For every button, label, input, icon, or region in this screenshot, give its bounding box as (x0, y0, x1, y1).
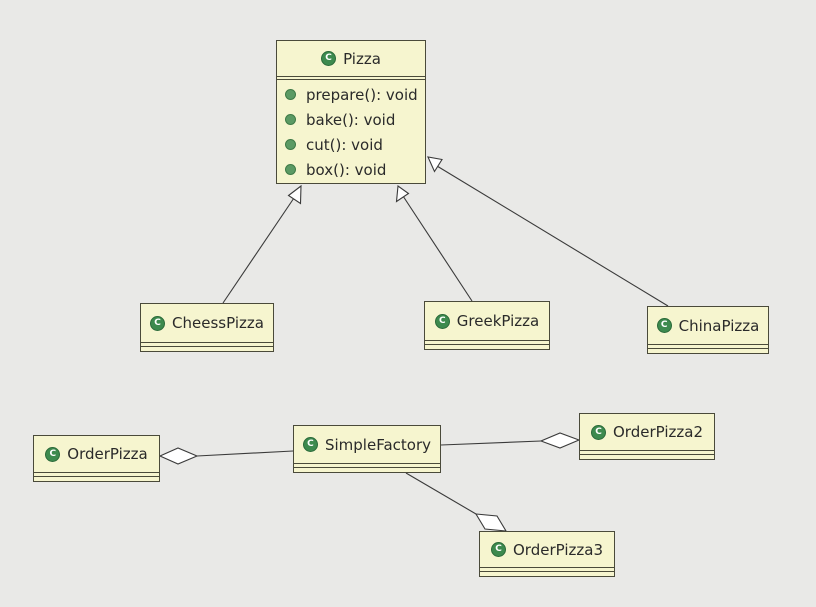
greekpizza-class-name: GreekPizza (456, 312, 540, 330)
pizza-class-box[interactable]: C Pizza prepare(): void bake(): void cut… (276, 40, 426, 184)
class-icon: C (434, 313, 450, 329)
aggregation-orderpizza-line (196, 450, 294, 457)
operation-prepare: prepare(): void (277, 82, 425, 107)
pizza-class-header: C Pizza (277, 41, 425, 76)
public-method-icon (285, 89, 296, 100)
chinapizza-operations-compartment (648, 348, 768, 352)
class-icon: C (45, 446, 61, 462)
orderpizza3-operations-compartment (480, 571, 614, 575)
cheesspizza-attributes-compartment (141, 342, 273, 346)
class-icon: C (150, 315, 166, 331)
cheesspizza-class-header: C CheessPizza (141, 304, 273, 342)
public-method-icon (285, 114, 296, 125)
operation-box: box(): void (277, 157, 425, 182)
orderpizza2-class-box[interactable]: C OrderPizza2 (579, 413, 715, 460)
greekpizza-attributes-compartment (425, 340, 549, 344)
orderpizza2-attributes-compartment (580, 450, 714, 454)
operation-cut: cut(): void (277, 132, 425, 157)
orderpizza3-class-header: C OrderPizza3 (480, 532, 614, 567)
orderpizza3-class-name: OrderPizza3 (513, 540, 603, 559)
class-icon: C (302, 437, 318, 452)
aggregation-orderpizza3-diamond (474, 513, 508, 532)
operation-bake: bake(): void (277, 107, 425, 132)
simplefactory-operations-compartment (294, 467, 440, 471)
generalization-cheess-arrowhead (287, 184, 302, 205)
simplefactory-class-header: C SimpleFactory (294, 426, 440, 463)
public-method-icon (285, 164, 296, 175)
pizza-operations-compartment: prepare(): void bake(): void cut(): void… (277, 79, 425, 182)
simplefactory-attributes-compartment (294, 463, 440, 467)
orderpizza-class-header: C OrderPizza (34, 436, 159, 472)
aggregation-orderpizza2-line (440, 440, 542, 446)
orderpizza-operations-compartment (34, 476, 159, 480)
orderpizza2-class-name: OrderPizza2 (613, 423, 703, 441)
chinapizza-class-box[interactable]: C ChinaPizza (647, 306, 769, 354)
chinapizza-class-name: ChinaPizza (678, 316, 760, 335)
aggregation-orderpizza3-line (405, 472, 477, 515)
aggregation-orderpizza-diamond (158, 447, 199, 465)
simplefactory-class-name: SimpleFactory (324, 435, 431, 454)
chinapizza-attributes-compartment (648, 344, 768, 348)
cheesspizza-class-name: CheessPizza (172, 314, 264, 332)
pizza-class-name: Pizza (343, 49, 381, 68)
generalization-greek-line (402, 195, 473, 302)
aggregation-orderpizza2-diamond (539, 432, 581, 449)
public-method-icon (285, 139, 296, 150)
cheesspizza-class-box[interactable]: C CheessPizza (140, 303, 274, 352)
generalization-china-line (436, 165, 669, 307)
greekpizza-class-header: C GreekPizza (425, 302, 549, 340)
class-icon: C (591, 424, 606, 440)
pizza-attributes-compartment (277, 76, 425, 79)
greekpizza-class-box[interactable]: C GreekPizza (424, 301, 550, 350)
orderpizza3-class-box[interactable]: C OrderPizza3 (479, 531, 615, 577)
class-icon: C (491, 542, 506, 557)
orderpizza2-class-header: C OrderPizza2 (580, 414, 714, 450)
orderpizza-class-box[interactable]: C OrderPizza (33, 435, 160, 482)
simplefactory-class-box[interactable]: C SimpleFactory (293, 425, 441, 473)
orderpizza-class-name: OrderPizza (67, 445, 148, 463)
orderpizza3-attributes-compartment (480, 567, 614, 571)
generalization-cheess-line (222, 194, 297, 304)
greekpizza-operations-compartment (425, 344, 549, 348)
chinapizza-class-header: C ChinaPizza (648, 307, 768, 344)
generalization-greek-arrowhead (395, 184, 410, 203)
orderpizza-attributes-compartment (34, 472, 159, 476)
generalization-china-arrowhead (427, 156, 443, 173)
orderpizza2-operations-compartment (580, 454, 714, 458)
cheesspizza-operations-compartment (141, 346, 273, 350)
class-icon: C (656, 318, 672, 333)
class-icon: C (321, 51, 337, 66)
